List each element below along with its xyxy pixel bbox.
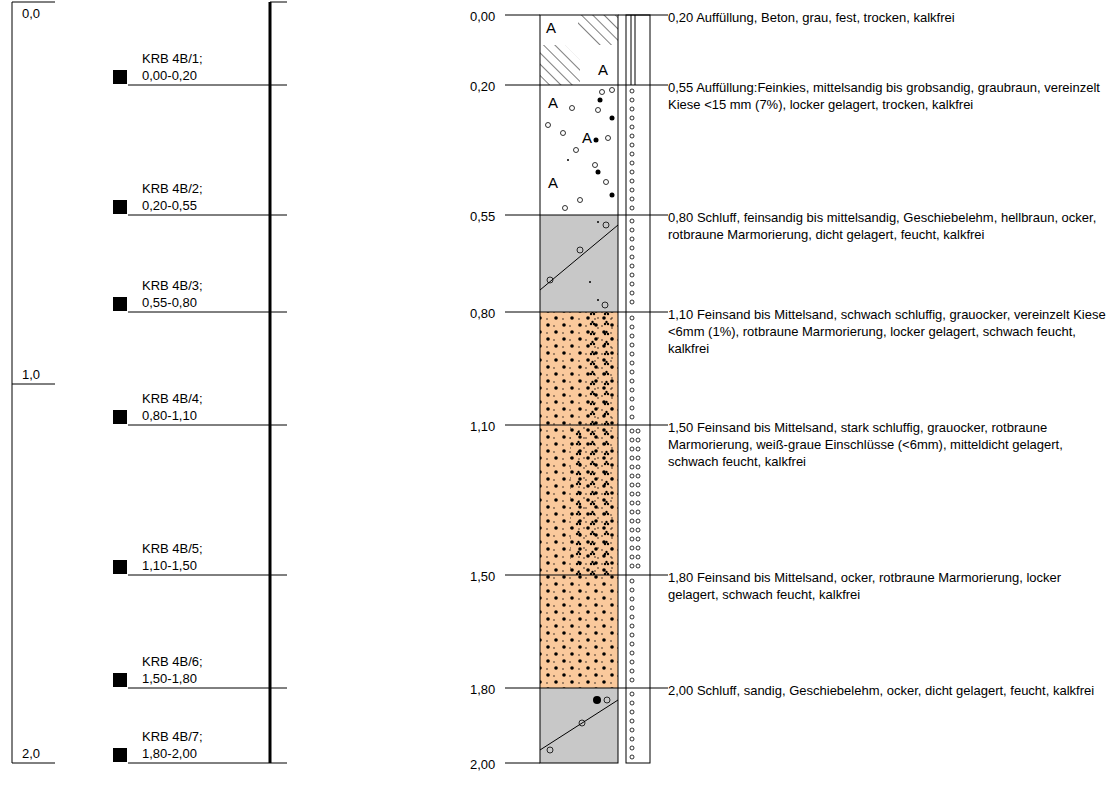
sample-id: KRB 4B/7; <box>142 728 203 745</box>
sample-depth: 0,00-0,20 <box>142 67 197 84</box>
depth-label: 2,00 <box>470 756 495 773</box>
sample-depth: 1,80-2,00 <box>142 745 197 762</box>
sample-id: KRB 4B/2; <box>142 180 203 197</box>
fill-symbol: A <box>546 20 556 35</box>
depth-label: 1,10 <box>470 418 495 435</box>
sample-id: KRB 4B/1; <box>142 50 203 67</box>
sample-depth: 1,50-1,80 <box>142 670 197 687</box>
layer-description: 1,80 Feinsand bis Mittelsand, ocker, rot… <box>668 569 1108 603</box>
depth-label: 0,80 <box>470 305 495 322</box>
sample-id: KRB 4B/3; <box>142 277 203 294</box>
fill-symbol: A <box>582 130 592 145</box>
depth-label: 0,00 <box>470 8 495 25</box>
sample-id: KRB 4B/6; <box>142 653 203 670</box>
fill-symbol: A <box>548 175 558 190</box>
layer-description: 2,00 Schluff, sandig, Geschiebelehm, ock… <box>668 682 1108 699</box>
depth-label: 0,20 <box>470 78 495 95</box>
fill-symbol: A <box>598 62 608 77</box>
scale-label: 2,0 <box>22 745 40 762</box>
layer-description: 1,10 Feinsand bis Mittelsand, schwach sc… <box>668 306 1108 357</box>
sample-depth: 0,80-1,10 <box>142 407 197 424</box>
layer-description: 0,80 Schluff, feinsandig bis mittelsandi… <box>668 209 1108 243</box>
sample-id: KRB 4B/4; <box>142 390 203 407</box>
sample-depth: 1,10-1,50 <box>142 557 197 574</box>
scale-label: 0,0 <box>22 5 40 22</box>
sample-depth: 0,20-0,55 <box>142 197 197 214</box>
layer-description: 1,50 Feinsand bis Mittelsand, stark schl… <box>668 419 1108 470</box>
layer-description: 0,55 Auffüllung:Feinkies, mittelsandig b… <box>668 79 1108 113</box>
depth-label: 0,55 <box>470 208 495 225</box>
depth-label: 1,80 <box>470 681 495 698</box>
layer-description: 0,20 Auffüllung, Beton, grau, fest, troc… <box>668 9 1108 26</box>
scale-label: 1,0 <box>22 366 40 383</box>
fill-symbol: A <box>548 95 558 110</box>
sample-id: KRB 4B/5; <box>142 540 203 557</box>
depth-label: 1,50 <box>470 568 495 585</box>
sample-depth: 0,55-0,80 <box>142 294 197 311</box>
